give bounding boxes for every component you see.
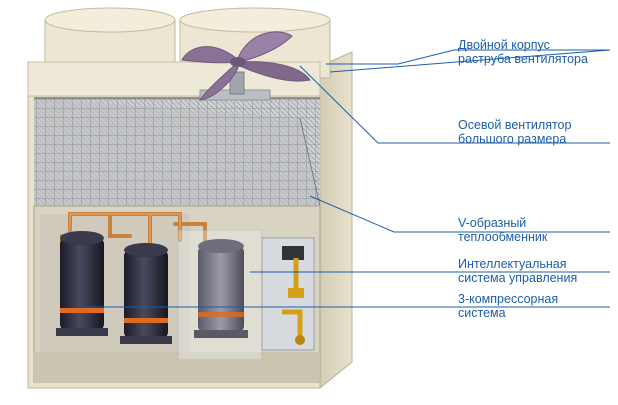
callout-leaders	[84, 49, 611, 308]
compressor-3	[194, 239, 248, 338]
axial-fan	[181, 31, 311, 101]
casing-side-panel	[319, 51, 353, 390]
lower-compartment	[33, 205, 321, 383]
v-heat-exchanger	[34, 97, 321, 207]
leader-fan-shroud	[326, 49, 610, 65]
callout-compressors: 3-компрессорная система	[458, 292, 559, 320]
compressor-2	[120, 243, 172, 344]
compressor-1	[56, 231, 108, 336]
control-box	[261, 237, 315, 351]
callout-heat-exchanger: V-образный теплообменник	[458, 216, 548, 244]
leader-fan-shroud-2	[329, 49, 611, 73]
leader-axial-fan	[299, 65, 610, 144]
callout-fan-shroud: Двойной корпус раструба вентилятора	[458, 38, 588, 66]
callout-axial-fan: Осевой вентилятор большого размера	[458, 118, 572, 146]
leader-heat-exchanger	[309, 195, 610, 233]
callout-control-system: Интеллектуальная система управления	[458, 257, 578, 285]
